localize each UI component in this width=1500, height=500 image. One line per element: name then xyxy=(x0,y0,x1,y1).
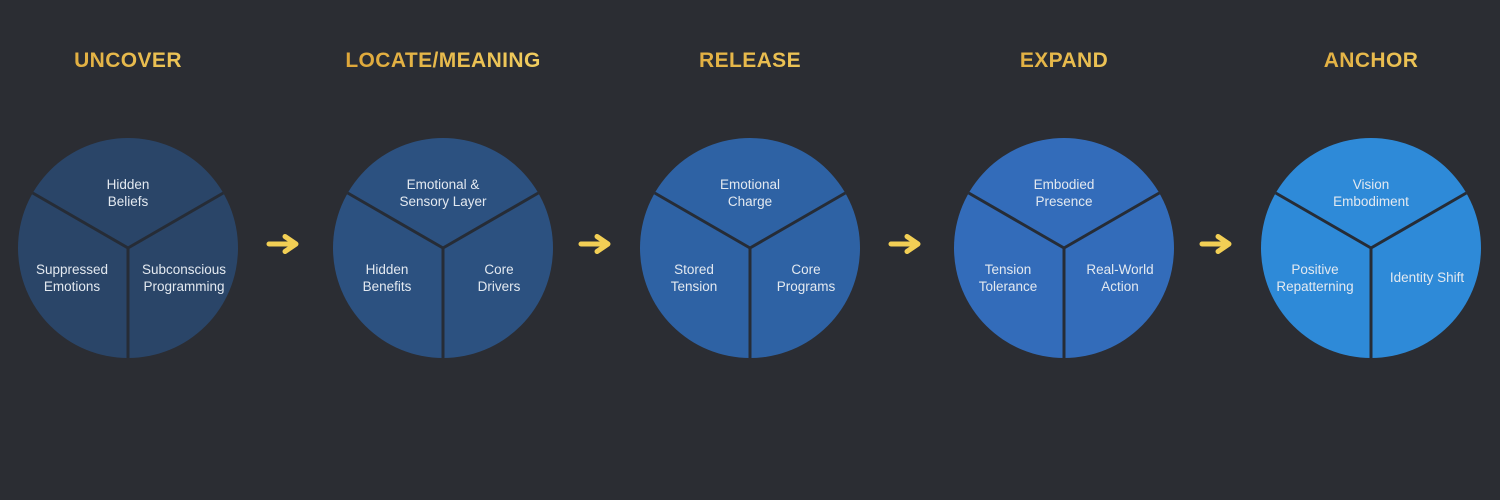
divider-line xyxy=(1274,191,1372,250)
segment-label-bottom-right: Identity Shift xyxy=(1389,270,1465,286)
stage-release: RELEASE Emotional Charge Stored Tension … xyxy=(638,0,862,420)
divider-line xyxy=(653,191,751,250)
divider-line xyxy=(127,191,225,250)
segment-label-top: Hidden Beliefs xyxy=(106,176,150,209)
divider-line xyxy=(1370,191,1468,250)
stage-expand: EXPAND Embodied Presence Tension Toleran… xyxy=(952,0,1176,420)
pie-chart xyxy=(640,138,860,358)
segment-label-top: Emotional Charge xyxy=(719,176,781,209)
right-arrow-icon xyxy=(887,232,923,256)
divider-line xyxy=(1063,191,1161,250)
divider-line xyxy=(442,191,540,250)
segment-label-bottom-left: Hidden Benefits xyxy=(362,261,412,294)
segment-label-top: Emotional & Sensory Layer xyxy=(399,176,487,209)
divider-line xyxy=(31,191,129,250)
divider-line xyxy=(749,191,847,250)
segment-label-bottom-left: Suppressed Emotions xyxy=(35,261,109,294)
segment-label-top: Embodied Presence xyxy=(1033,176,1095,209)
right-arrow-icon xyxy=(1198,232,1234,256)
segment-label-bottom-right: Subconscious Programming xyxy=(141,261,227,294)
pie-chart xyxy=(1261,138,1481,358)
segment-label-bottom-left: Positive Repatterning xyxy=(1276,261,1354,294)
divider-line xyxy=(346,191,444,250)
segment-label-top: Vision Embodiment xyxy=(1333,176,1409,209)
divider-line xyxy=(967,191,1065,250)
stage-title: UNCOVER xyxy=(0,46,280,76)
stage-anchor: ANCHOR Vision Embodiment Positive Repatt… xyxy=(1259,0,1483,420)
stage-uncover: UNCOVER Hidden Beliefs Suppressed Emotio… xyxy=(16,0,240,420)
stage-title: ANCHOR xyxy=(1219,46,1500,76)
segment-label-bottom-right: Core Programs xyxy=(776,261,836,294)
stage-locate-meaning: LOCATE/MEANING Emotional & Sensory Layer… xyxy=(331,0,555,420)
stage-title: EXPAND xyxy=(912,46,1216,76)
segment-label-bottom-left: Stored Tension xyxy=(670,261,718,294)
stage-title: RELEASE xyxy=(598,46,902,76)
stage-title: LOCATE/MEANING xyxy=(291,46,595,76)
right-arrow-icon xyxy=(577,232,613,256)
segment-label-bottom-left: Tension Tolerance xyxy=(978,261,1038,294)
segment-label-bottom-right: Core Drivers xyxy=(477,261,521,294)
pie-chart xyxy=(18,138,238,358)
pie-chart xyxy=(954,138,1174,358)
right-arrow-icon xyxy=(265,232,301,256)
pie-chart xyxy=(333,138,553,358)
segment-label-bottom-right: Real-World Action xyxy=(1086,261,1154,294)
